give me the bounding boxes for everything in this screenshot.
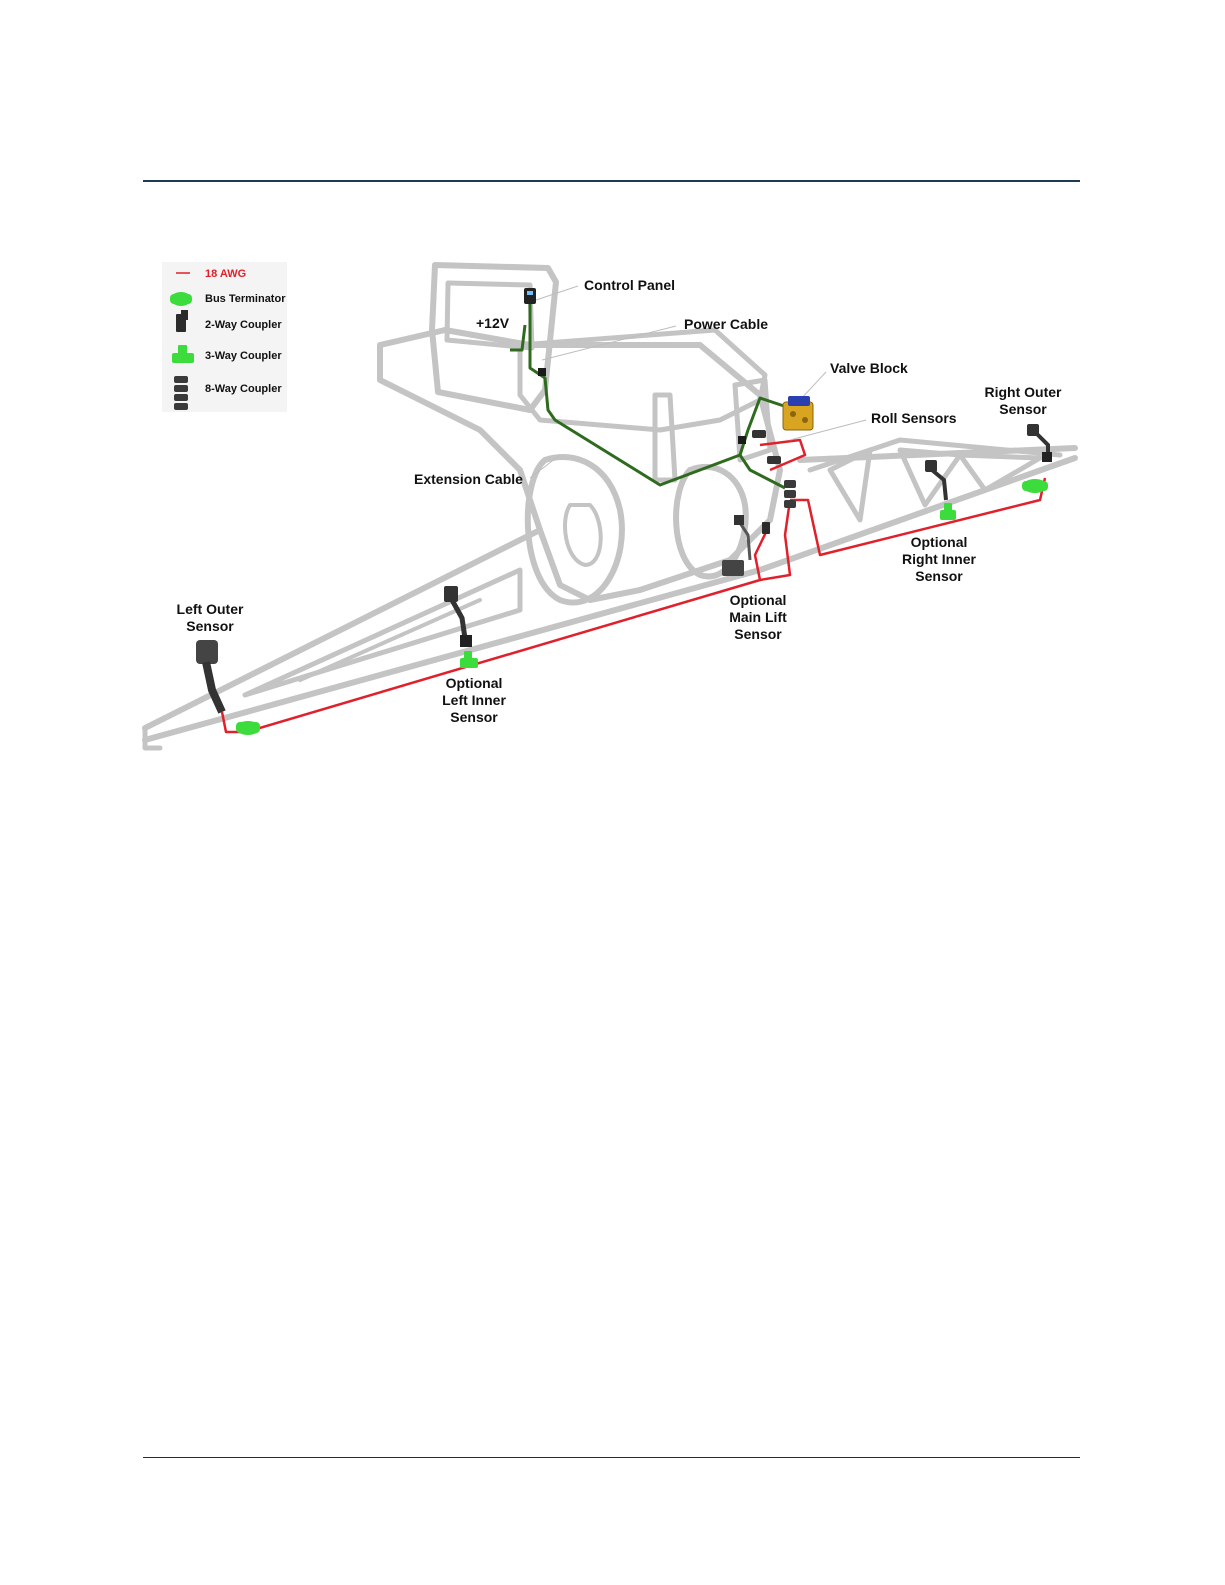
red-bus-run [222,440,1045,732]
label-right-outer-sensor: Right Outer Sensor [985,384,1063,417]
cable-connector [738,436,746,444]
eight-way-coupler-center [784,480,796,508]
legend-label-18-awg: 18 AWG [205,268,246,280]
label-main-lift-line3: Sensor [734,626,782,642]
label-left-inner-line1: Optional [446,675,503,691]
label-right-inner-line3: Sensor [915,568,963,584]
extension-connector [538,368,546,376]
label-extension-cable: Extension Cable [414,471,523,487]
label-power-cable: Power Cable [684,316,768,332]
leader-lines [530,286,866,478]
label-roll-sensors: Roll Sensors [871,410,957,426]
legend-label-three-way-coupler: 3-Way Coupler [205,350,282,362]
label-right-outer-sensor-line1: Right Outer [985,384,1063,400]
right-bus-terminator [1022,479,1048,493]
label-right-outer-sensor-line2: Sensor [999,401,1047,417]
label-plus-12v: +12V [476,315,510,331]
label-right-inner-line1: Optional [911,534,968,550]
valve-block-device [783,396,813,430]
label-left-outer-line2: Sensor [186,618,234,634]
label-main-lift-line1: Optional [730,592,787,608]
two-way-coupler-center [762,522,770,534]
label-optional-left-inner-sensor: Optional Left Inner Sensor [442,675,506,725]
left-bus-terminator [236,721,260,735]
legend: 18 AWG Bus Terminator 2-Way Coupler 3-Wa… [162,262,287,412]
label-optional-right-inner-sensor: Optional Right Inner Sensor [902,534,976,584]
label-left-outer-sensor: Left Outer Sensor [177,601,244,634]
label-main-lift-line2: Main Lift [729,609,787,625]
label-valve-block: Valve Block [830,360,908,376]
label-left-inner-line3: Sensor [450,709,498,725]
label-control-panel: Control Panel [584,277,675,293]
legend-label-two-way-coupler: 2-Way Coupler [205,319,282,331]
label-left-outer-line1: Left Outer [177,601,244,617]
label-left-inner-line2: Left Inner [442,692,506,708]
label-right-inner-line2: Right Inner [902,551,976,567]
control-panel-device [524,288,536,304]
bus-terminator-icon [170,292,192,306]
label-optional-main-lift-sensor: Optional Main Lift Sensor [729,592,787,642]
legend-label-eight-way-coupler: 8-Way Coupler [205,383,282,395]
legend-label-bus-terminator: Bus Terminator [205,293,286,305]
